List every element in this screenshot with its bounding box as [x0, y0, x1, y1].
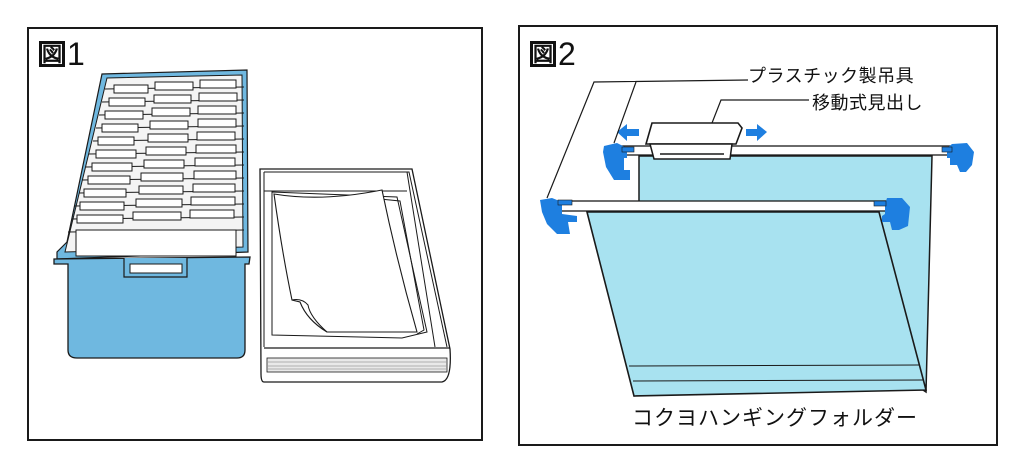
figure-2-number: 2	[558, 36, 576, 72]
figure-2-caption: コクヨハンギングフォルダー	[632, 406, 918, 430]
file-box	[53, 69, 251, 359]
figure-1-illustration	[53, 69, 451, 383]
callout-leader-lines	[546, 79, 809, 199]
figure-2-label: 図 2	[530, 38, 576, 70]
arrow-left-icon	[617, 124, 639, 141]
arrow-right-icon	[746, 124, 767, 141]
paper-tray	[259, 168, 451, 383]
figure-2-kanji: 図	[530, 41, 556, 67]
figure-2-illustration	[540, 79, 974, 397]
callout-movable-index: 移動式見出し	[812, 93, 923, 114]
figure-1-number: 1	[67, 36, 85, 72]
figure-1-kanji: 図	[39, 41, 65, 67]
figure-2-panel: 図 2	[518, 25, 998, 446]
front-hanging-folder	[540, 198, 928, 397]
figure-1-panel: 図 1	[27, 27, 483, 441]
callout-plastic-hanger: プラスチック製吊具	[748, 66, 915, 87]
movable-index-tab	[617, 122, 767, 160]
figure-1-label: 図 1	[39, 38, 85, 70]
